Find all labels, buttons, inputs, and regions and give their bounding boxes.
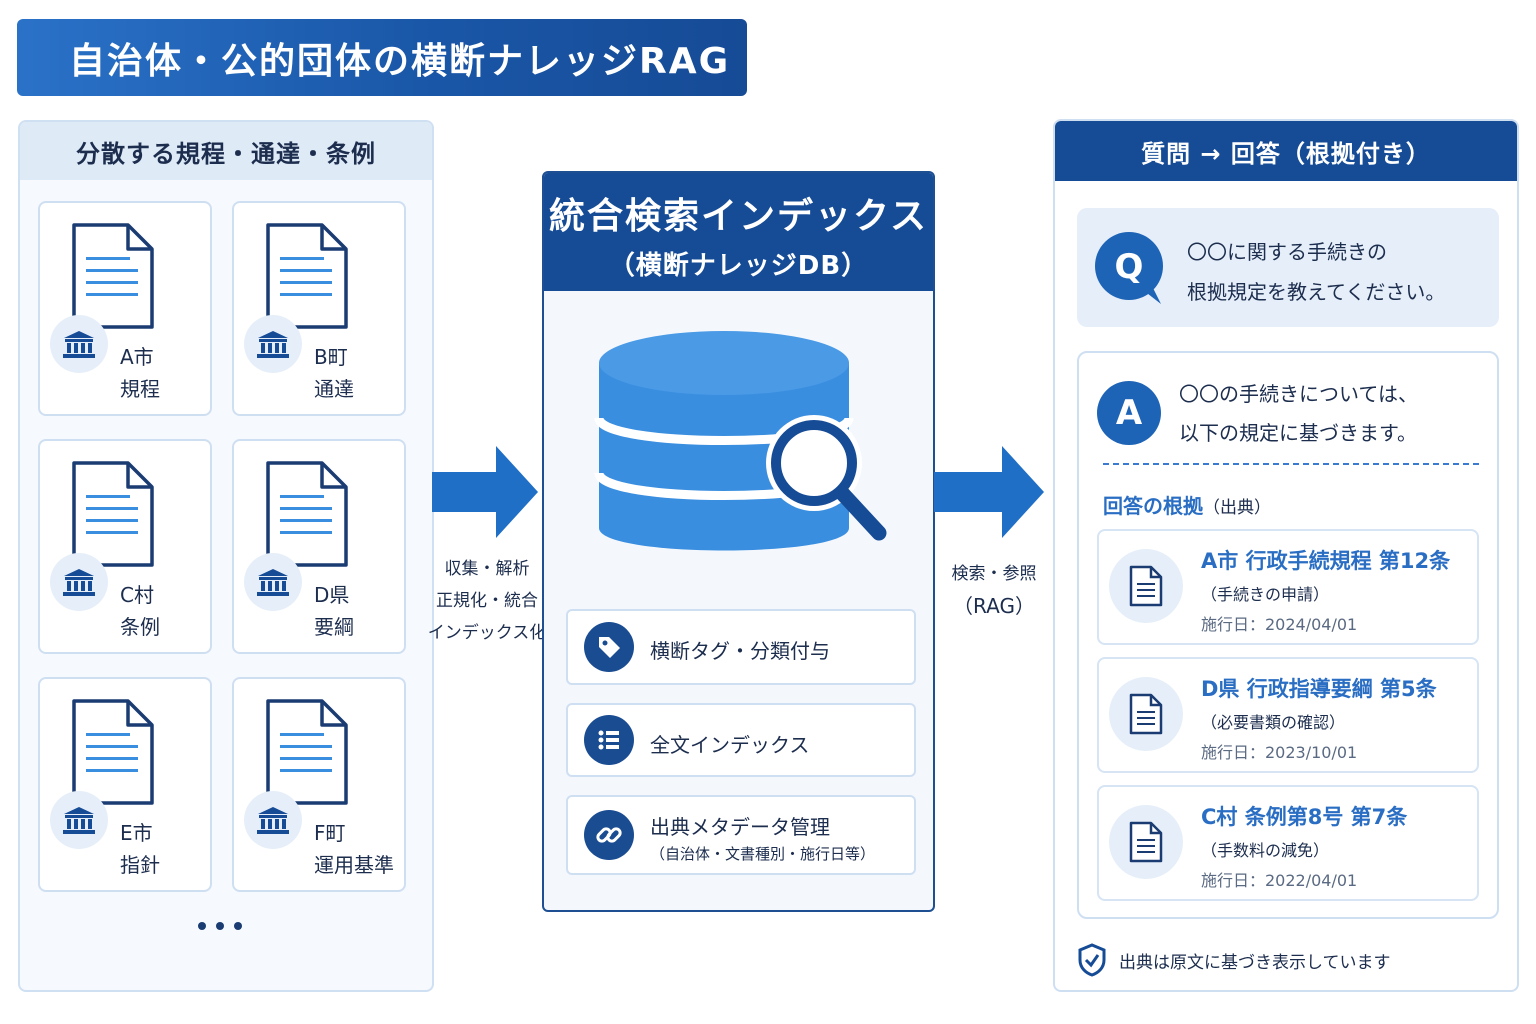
- answer-box: A 〇〇の手続きについては、 以下の規定に基づきます。 回答の根拠（出典） A市…: [1077, 351, 1499, 919]
- index-title: 統合検索インデックス: [549, 196, 928, 237]
- basis-suffix: （出典）: [1203, 498, 1271, 518]
- document-type: 運用基準: [314, 853, 394, 877]
- link-icon: [584, 810, 634, 860]
- document-org: D県: [314, 583, 350, 607]
- document-org: F町: [314, 821, 346, 845]
- source-subtitle: （必要書類の確認）: [1201, 713, 1346, 732]
- source-date: 施行日：2024/04/01: [1201, 615, 1358, 634]
- document-card: D県要綱: [232, 439, 406, 654]
- title-banner: 自治体・公的団体の横断ナレッジRAG: [17, 19, 747, 96]
- document-icon: [264, 697, 350, 807]
- source-card[interactable]: A市 行政手続規程 第12条 （手続きの申請） 施行日：2024/04/01: [1097, 529, 1479, 645]
- answer-divider: [1103, 463, 1479, 465]
- document-card: F町運用基準: [232, 677, 406, 892]
- document-type: 要綱: [314, 615, 354, 639]
- feature-metadata-sub: （自治体・文書種別・施行日等）: [650, 845, 876, 863]
- ingest-arrow: [432, 446, 538, 538]
- feature-fulltext: 全文インデックス: [566, 703, 916, 777]
- index-subtitle: （横断ナレッジDB）: [608, 251, 869, 281]
- government-building-icon: [244, 553, 302, 611]
- basis-title: 回答の根拠: [1103, 494, 1203, 518]
- source-note-text: 出典は原文に基づき表示しています: [1119, 952, 1391, 973]
- question-text: 〇〇に関する手続きの 根拠規定を教えてください。: [1187, 232, 1445, 312]
- ingest-step-normalize: 正規化・統合: [436, 591, 538, 611]
- answer-line-2: 以下の規定に基づきます。: [1179, 421, 1417, 445]
- question-badge-letter: Q: [1115, 247, 1144, 287]
- source-title: D県 行政指導要綱 第5条: [1201, 677, 1437, 701]
- document-icon: [70, 459, 156, 569]
- document-icon: [1109, 549, 1183, 623]
- page-title: 自治体・公的団体の横断ナレッジRAG: [69, 40, 731, 82]
- document-icon: [264, 459, 350, 569]
- document-org: C村: [120, 583, 154, 607]
- answer-line-1: 〇〇の手続きについては、: [1179, 382, 1418, 406]
- qa-panel: 質問 → 回答（根拠付き） Q 〇〇に関する手続きの 根拠規定を教えてください。…: [1053, 119, 1519, 992]
- document-org: B町: [314, 345, 348, 369]
- document-card: B町通達: [232, 201, 406, 416]
- document-type: 通達: [314, 377, 354, 401]
- question-box: Q 〇〇に関する手続きの 根拠規定を教えてください。: [1077, 208, 1499, 327]
- document-icon: [70, 221, 156, 331]
- tag-icon: [584, 622, 634, 672]
- answer-badge: A: [1097, 381, 1161, 445]
- integrated-index-panel: 統合検索インデックス （横断ナレッジDB） 横断タグ・分類付与 全文インデックス: [542, 171, 935, 912]
- source-subtitle: （手続きの申請）: [1201, 585, 1330, 604]
- ingest-arrow-label: 収集・解析 正規化・統合 インデックス化: [426, 553, 548, 649]
- question-line-2: 根拠規定を教えてください。: [1187, 280, 1446, 304]
- retrieval-step-rag: （RAG）: [953, 594, 1035, 618]
- answer-text: 〇〇の手続きについては、 以下の規定に基づきます。: [1179, 375, 1418, 453]
- ingest-step-collect: 収集・解析: [444, 559, 530, 579]
- retrieval-step-search: 検索・参照: [951, 564, 1037, 584]
- source-note: 出典は原文に基づき表示しています: [1077, 943, 1391, 977]
- question-line-1: 〇〇に関する手続きの: [1187, 240, 1387, 264]
- feature-tagging-label: 横断タグ・分類付与: [650, 639, 830, 663]
- government-building-icon: [50, 553, 108, 611]
- government-building-icon: [50, 315, 108, 373]
- feature-metadata-label: 出典メタデータ管理: [650, 815, 830, 839]
- retrieval-arrow-label: 検索・参照 （RAG）: [938, 558, 1050, 622]
- document-icon: [264, 221, 350, 331]
- document-type: 条例: [120, 615, 160, 639]
- document-icon: [1109, 805, 1183, 879]
- database-icon: [594, 331, 887, 551]
- qa-panel-heading: 質問 → 回答（根拠付き）: [1055, 121, 1517, 181]
- government-building-icon: [244, 315, 302, 373]
- feature-metadata: 出典メタデータ管理 （自治体・文書種別・施行日等）: [566, 795, 916, 875]
- index-panel-header: 統合検索インデックス （横断ナレッジDB）: [544, 173, 933, 291]
- document-org: A市: [120, 345, 154, 369]
- question-bubble-icon: Q: [1095, 232, 1163, 304]
- source-title: C村 条例第8号 第7条: [1201, 805, 1408, 829]
- list-icon: [584, 715, 634, 765]
- document-card: E市指針: [38, 677, 212, 892]
- source-panel-heading: 分散する規程・通達・条例: [20, 122, 432, 180]
- government-building-icon: [50, 791, 108, 849]
- document-icon: [1109, 677, 1183, 751]
- feature-tagging: 横断タグ・分類付与: [566, 609, 916, 685]
- source-card[interactable]: C村 条例第8号 第7条 （手数料の減免） 施行日：2022/04/01: [1097, 785, 1479, 901]
- source-card[interactable]: D県 行政指導要綱 第5条 （必要書類の確認） 施行日：2023/10/01: [1097, 657, 1479, 773]
- document-type: 規程: [120, 377, 160, 401]
- basis-heading: 回答の根拠（出典）: [1103, 490, 1271, 519]
- government-building-icon: [244, 791, 302, 849]
- retrieval-arrow: [934, 446, 1044, 538]
- source-date: 施行日：2022/04/01: [1201, 871, 1358, 890]
- document-type: 指針: [120, 853, 160, 877]
- source-subtitle: （手数料の減免）: [1201, 841, 1330, 860]
- feature-fulltext-label: 全文インデックス: [650, 733, 810, 757]
- shield-check-icon: [1078, 943, 1106, 977]
- source-title: A市 行政手続規程 第12条: [1201, 549, 1451, 573]
- document-card: C村条例: [38, 439, 212, 654]
- document-org: E市: [120, 821, 153, 845]
- document-icon: [70, 697, 156, 807]
- ingest-step-index: インデックス化: [427, 623, 547, 643]
- document-card: A市規程: [38, 201, 212, 416]
- more-indicator: [198, 922, 242, 930]
- source-date: 施行日：2023/10/01: [1201, 743, 1358, 762]
